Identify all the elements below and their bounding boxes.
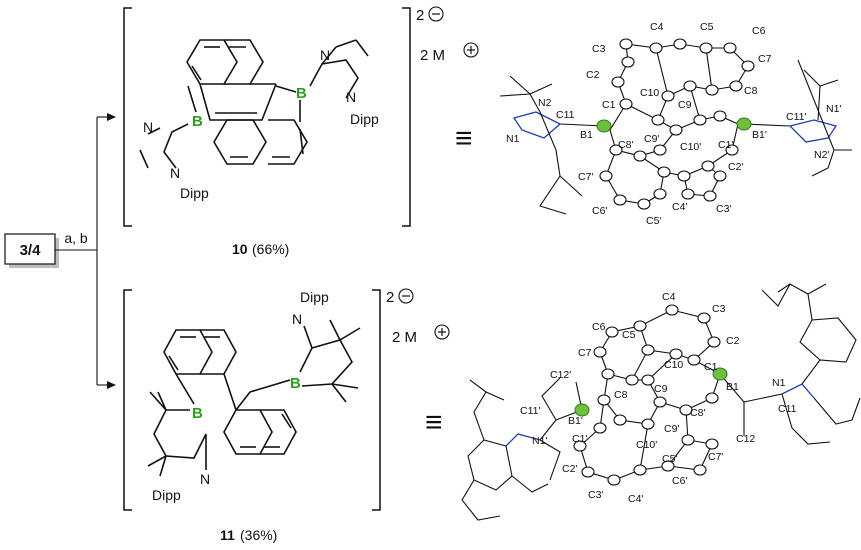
xray-label: C9' <box>664 423 679 435</box>
xray-label: C11 <box>778 403 797 415</box>
xray-label: C3 <box>592 43 606 55</box>
nitrogen-atom-11a: N <box>292 311 302 327</box>
xray-label: N1 <box>772 377 786 389</box>
xray-label: N2 <box>538 97 552 109</box>
yield-11: (36%) <box>240 527 277 543</box>
xray-label: C4 <box>662 291 676 303</box>
xray-label: C7 <box>758 53 772 65</box>
dipp-label-11a: Dipp <box>300 289 329 305</box>
xray-label: N1' <box>826 103 841 115</box>
xray-label: C12 <box>736 433 755 445</box>
charge-11: 2 <box>386 289 394 306</box>
minus-charge-icon <box>398 288 414 304</box>
xray-label: C11' <box>520 405 541 417</box>
xray-label: C4' <box>628 493 643 505</box>
xray-label: C3' <box>716 203 731 215</box>
xray-label: C10 <box>664 359 683 371</box>
xray-label: C12' <box>550 369 571 381</box>
xray-label: C7' <box>708 451 723 463</box>
nitrogen-atom-10b: N <box>346 89 356 105</box>
xray-label: C1' <box>718 139 733 151</box>
xray-label: C5 <box>622 329 636 341</box>
xray-label: C8 <box>744 85 758 97</box>
dipp-label-10b: Dipp <box>180 185 209 201</box>
xray-label: C3' <box>588 489 603 501</box>
boron-atom-left-11: B <box>192 405 203 422</box>
xray-label: B1 <box>726 381 739 393</box>
xray-structure-10: C3 C2 C1 C4 C5 C6 C7 C8 C9 C10 C11 B1 N2… <box>499 21 852 227</box>
nitrogen-atom-10d: N <box>170 165 180 181</box>
xray-label: C8 <box>614 389 628 401</box>
xray-label: B1' <box>568 415 583 427</box>
xray-label: C9 <box>654 383 668 395</box>
plus-charge-icon <box>434 324 450 340</box>
xray-label: C10' <box>636 439 657 451</box>
xray-label: C8' <box>690 407 705 419</box>
xray-label: C3 <box>712 303 726 315</box>
xray-label: C11' <box>786 111 807 123</box>
nitrogen-atom-11b: N <box>200 471 210 487</box>
xray-label: C6 <box>592 321 606 333</box>
xray-label: N1' <box>532 435 547 447</box>
reactant-label: 3/4 <box>20 242 42 259</box>
xray-label: C4 <box>650 21 664 33</box>
boron-atom-right-11: B <box>290 375 301 392</box>
counterion-11: 2 M <box>392 329 417 346</box>
xray-label: B1' <box>752 129 767 141</box>
xray-label: C6' <box>672 475 687 487</box>
equiv-symbol-top: ≡ <box>455 122 473 155</box>
xray-label: C5 <box>700 21 714 33</box>
xray-label: C1' <box>572 433 587 445</box>
xray-label: C11 <box>556 109 575 121</box>
product-10-structure: 2 2 M B B <box>123 6 479 227</box>
xray-label: C2' <box>562 463 577 475</box>
dipp-label-11b: Dipp <box>152 487 181 503</box>
reaction-arrows: a, b <box>55 113 116 389</box>
dipp-label-10a: Dipp <box>350 111 379 127</box>
xray-label: C10 <box>640 87 659 99</box>
xray-label: C4' <box>672 201 687 213</box>
xray-label: C6' <box>592 205 607 217</box>
xray-label: C5' <box>662 453 677 465</box>
counterion-10: 2 M <box>420 47 445 64</box>
boron-atom-right-10: B <box>296 85 307 102</box>
xray-label: C2 <box>726 335 740 347</box>
plus-charge-icon <box>463 42 479 58</box>
reactant-box: 3/4 <box>4 233 59 268</box>
xray-label: C8' <box>618 139 633 151</box>
product-11-structure: 2 2 M B B <box>123 288 450 511</box>
xray-label: C7 <box>578 347 592 359</box>
charge-10: 2 <box>416 7 424 24</box>
compound-number-11: 11 <box>220 527 235 543</box>
xray-label: C2' <box>728 161 743 173</box>
xray-label: C9' <box>644 133 659 145</box>
xray-label: C1 <box>704 361 718 373</box>
compound-number-10: 10 <box>232 241 248 257</box>
equiv-symbol-bottom: ≡ <box>425 406 443 439</box>
nitrogen-atom-10c: N <box>143 119 153 135</box>
minus-charge-icon <box>428 6 444 22</box>
xray-label: C9 <box>678 99 692 111</box>
xray-label: C5' <box>646 215 661 227</box>
xray-label: B1 <box>580 129 593 141</box>
yield-10: (66%) <box>252 241 289 257</box>
boron-atom-left-10: B <box>192 113 203 130</box>
xray-label: N2' <box>814 149 829 161</box>
nitrogen-atom-10a: N <box>320 47 330 63</box>
xray-label: C2 <box>586 69 600 81</box>
xray-label: N1 <box>506 133 520 145</box>
xray-label: C1 <box>602 99 616 111</box>
xray-label: C6 <box>752 25 766 37</box>
xray-structure-11: C4 C3 C2 C1 C10 C5 C6 C7 C8 C9 C12' C11'… <box>461 283 861 521</box>
xray-label: C10' <box>680 141 701 153</box>
reagents-label: a, b <box>64 230 88 246</box>
xray-label: C7' <box>578 171 593 183</box>
